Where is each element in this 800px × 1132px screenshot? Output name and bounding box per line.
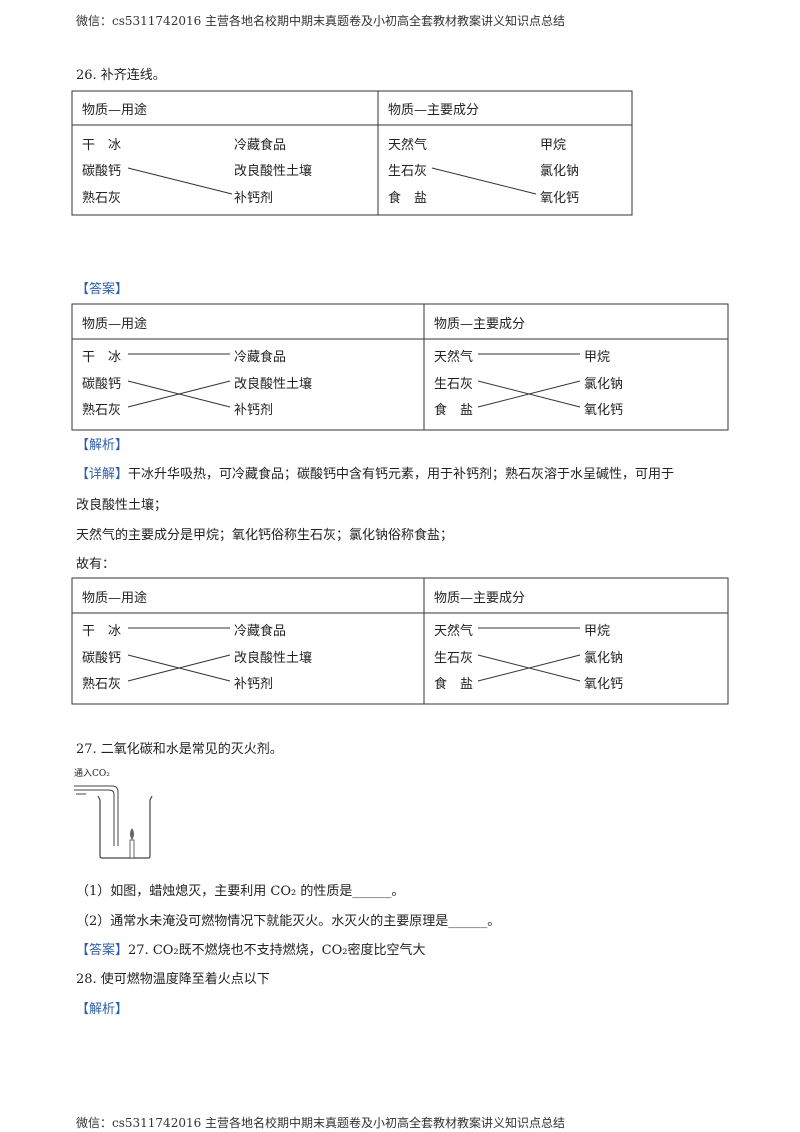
- answer-tag: 【答案】: [76, 943, 129, 958]
- left-target: 冷藏食品: [234, 138, 287, 153]
- right-item: 生石灰: [434, 377, 474, 392]
- question-27-sub-1: （1）如图，蜡烛熄灭，主要利用 CO₂ 的性质是______。: [76, 884, 405, 899]
- right-target: 氧化钙: [584, 403, 624, 418]
- right-item: 天然气: [434, 624, 474, 639]
- right-target: 氯化钠: [584, 651, 624, 666]
- question-27-sub-2: （2）通常水未淹没可燃物情况下就能灭火。水灭火的主要原理是______。: [76, 914, 501, 929]
- detail-line-4: 故有：: [76, 557, 116, 572]
- right-item: 生石灰: [434, 651, 474, 666]
- beaker-candle-figure: 通入CO₂: [72, 766, 162, 862]
- table-header-left: 物质—用途: [82, 317, 148, 332]
- detail-paragraph: 【详解】干冰升华吸热，可冷藏食品；碳酸钙中含有钙元素，用于补钙剂；熟石灰溶于水呈…: [76, 463, 674, 482]
- left-item: 干 冰: [82, 138, 122, 153]
- answer-tag: 【答案】: [76, 282, 129, 297]
- left-target: 改良酸性土壤: [234, 651, 313, 666]
- left-item: 碳酸钙: [82, 164, 122, 179]
- answer-27: 【答案】27. CO₂既不燃烧也不支持燃烧，CO₂密度比空气大: [76, 939, 425, 958]
- analysis-tag: 【解析】: [76, 1002, 129, 1017]
- page-header: 微信：cs5311742016 主营各地名校期中期末真题卷及小初高全套教材教案讲…: [76, 14, 566, 28]
- table-header-right: 物质—主要成分: [434, 317, 526, 332]
- right-item: 天然气: [388, 138, 428, 153]
- left-item: 干 冰: [82, 350, 122, 365]
- left-target: 冷藏食品: [234, 624, 287, 639]
- left-item: 干 冰: [82, 624, 122, 639]
- analysis-tag: 【解析】: [76, 438, 129, 453]
- right-item: 食 盐: [434, 403, 474, 418]
- answer-27-text: 27. CO₂既不燃烧也不支持燃烧，CO₂密度比空气大: [128, 943, 426, 958]
- detail-line-1: 干冰升华吸热，可冷藏食品；碳酸钙中含有钙元素，用于补钙剂；熟石灰溶于水呈碱性，可…: [128, 467, 675, 482]
- right-target: 氧化钙: [584, 677, 624, 692]
- right-item: 食 盐: [434, 677, 474, 692]
- left-target: 补钙剂: [234, 677, 274, 692]
- right-target: 氯化钠: [540, 164, 580, 179]
- left-target: 改良酸性土壤: [234, 164, 313, 179]
- left-item: 碳酸钙: [82, 651, 122, 666]
- detail-tag: 【详解】: [76, 467, 129, 482]
- right-target: 甲烷: [584, 624, 611, 639]
- table-header-left: 物质—用途: [82, 591, 148, 606]
- left-item: 碳酸钙: [82, 377, 122, 392]
- left-target: 补钙剂: [234, 403, 274, 418]
- right-item: 生石灰: [388, 164, 428, 179]
- answer-28: 28. 使可燃物温度降至着火点以下: [76, 972, 270, 987]
- left-item: 熟石灰: [82, 677, 122, 692]
- left-target: 改良酸性土壤: [234, 377, 313, 392]
- connector-line: [431, 167, 537, 195]
- left-target: 冷藏食品: [234, 350, 287, 365]
- detail-line-3: 天然气的主要成分是甲烷；氧化钙俗称生石灰；氯化钠俗称食盐；: [76, 528, 454, 543]
- figure-label: 通入CO₂: [74, 769, 110, 779]
- table-header-right: 物质—主要成分: [388, 103, 480, 118]
- right-target: 氯化钠: [584, 377, 624, 392]
- table-header-left: 物质—用途: [82, 103, 148, 118]
- connector-line: [127, 167, 233, 195]
- right-item: 天然气: [434, 350, 474, 365]
- page-footer: 微信：cs5311742016 主营各地名校期中期末真题卷及小初高全套教材教案讲…: [76, 1116, 566, 1130]
- detail-line-2: 改良酸性土壤；: [76, 498, 168, 513]
- right-target: 甲烷: [540, 138, 567, 153]
- left-item: 熟石灰: [82, 403, 122, 418]
- right-target: 氧化钙: [540, 191, 580, 206]
- right-item: 食 盐: [388, 191, 428, 206]
- question-26-title: 26. 补齐连线。: [76, 68, 166, 83]
- right-target: 甲烷: [584, 350, 611, 365]
- question-27-title: 27. 二氧化碳和水是常见的灭火剂。: [76, 742, 283, 757]
- table-header-right: 物质—主要成分: [434, 591, 526, 606]
- left-target: 补钙剂: [234, 191, 274, 206]
- beaker-icon: [74, 785, 153, 859]
- left-item: 熟石灰: [82, 191, 122, 206]
